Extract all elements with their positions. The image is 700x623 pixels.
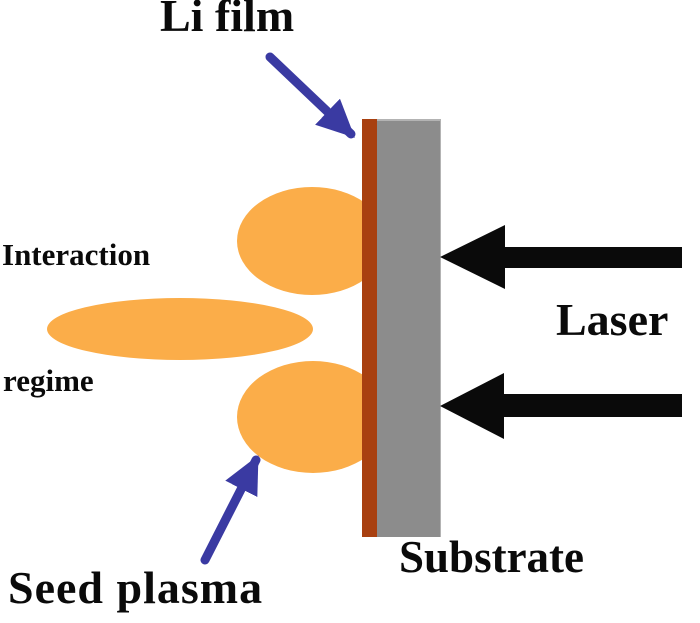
substrate-rectangle <box>377 119 441 537</box>
interaction-regime-label-line1: Interaction <box>2 237 151 272</box>
substrate-label: Substrate <box>399 532 585 582</box>
plasma-plume-interaction-regime <box>47 298 313 360</box>
interaction-regime-label-line2: regime <box>3 363 94 398</box>
laser-label: Laser <box>556 294 669 345</box>
laser-beam-arrow-lower <box>440 373 682 439</box>
li-film-pointer-arrow <box>265 52 356 139</box>
seed-plasma-label: Seed plasma <box>8 562 264 613</box>
li-film-label: Li film <box>160 0 295 41</box>
laser-beam-arrow-upper <box>440 225 682 289</box>
li-film-layer <box>362 119 377 537</box>
seed-plasma-pointer-arrow <box>200 455 261 565</box>
